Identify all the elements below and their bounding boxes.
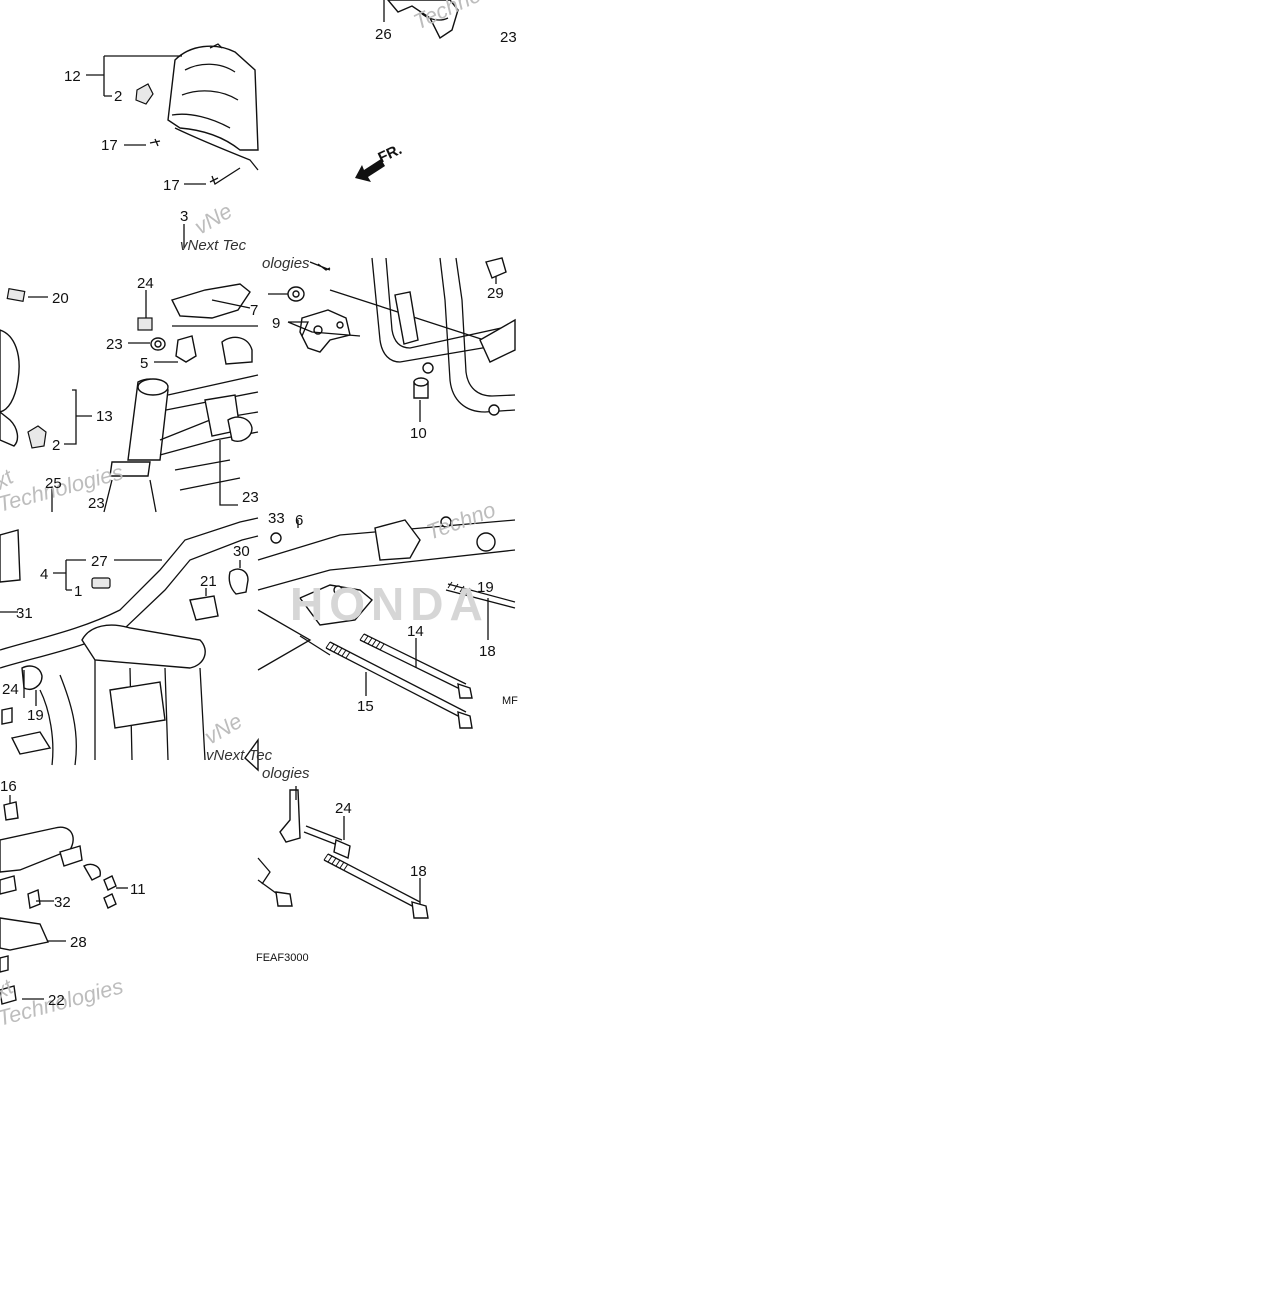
watermark-text: Technologies	[0, 459, 126, 516]
main-frame-rear	[268, 257, 516, 422]
upper-bracket	[387, 0, 459, 40]
part-callout-16: 16	[0, 778, 17, 795]
part-callout-19: 19	[27, 707, 44, 724]
part-callout-22: 22	[48, 992, 65, 1009]
drawing-code: FEAF3000	[256, 952, 309, 964]
part-callout-31: 31	[16, 605, 33, 622]
rear-cross-member	[0, 795, 128, 1005]
drawing-code-partial: MF	[502, 695, 518, 707]
frame-cover-assembly	[135, 43, 259, 185]
part-callout-21: 21	[200, 573, 217, 590]
part-callout-4: 4	[40, 566, 48, 583]
part-callout-23: 23	[500, 29, 517, 46]
front-direction-arrow: FR.	[355, 141, 405, 182]
lower-frame-left	[0, 517, 259, 772]
watermark-text: ologies	[262, 765, 310, 782]
part-callout-5: 5	[140, 355, 148, 372]
part-callout-1: 1	[74, 583, 82, 600]
part-callout-2: 2	[52, 437, 60, 454]
part-callout-24: 24	[137, 275, 154, 292]
part-callout-19: 19	[477, 579, 494, 596]
part-callout-14: 14	[407, 623, 424, 640]
part-callout-25: 25	[45, 475, 62, 492]
engine-hanger-bolts	[257, 516, 516, 729]
part-callout-30: 30	[233, 543, 250, 560]
side-stand-bracket-bolts	[257, 786, 429, 919]
part-callout-20: 20	[52, 290, 69, 307]
part-callout-2: 2	[114, 88, 122, 105]
part-callout-27: 27	[91, 553, 108, 570]
part-callout-23: 23	[242, 489, 259, 506]
part-callout-9: 9	[272, 315, 280, 332]
part-callout-7: 7	[250, 302, 258, 319]
part-callout-29: 29	[487, 285, 504, 302]
part-callout-28: 28	[70, 934, 87, 951]
part-callout-15: 15	[357, 698, 374, 715]
watermark-text: vNe	[200, 708, 246, 749]
part-callout-32: 32	[54, 894, 71, 911]
part-callout-11: 11	[130, 881, 146, 898]
watermark-text: vNext Tec	[180, 237, 247, 254]
part-callout-26: 26	[375, 26, 392, 43]
part-callout-12: 12	[64, 68, 81, 85]
part-callout-13: 13	[96, 408, 113, 425]
leader-lines-tile-1	[86, 0, 385, 248]
main-frame-front	[0, 283, 259, 513]
part-callout-23: 23	[88, 495, 105, 512]
part-callout-17: 17	[163, 177, 180, 194]
part-callout-18: 18	[410, 863, 427, 880]
front-direction-label: FR.	[376, 141, 405, 167]
part-callout-24: 24	[335, 800, 352, 817]
part-callout-23: 23	[106, 336, 123, 353]
part-callout-10: 10	[410, 425, 427, 442]
watermark-text: vNe	[190, 198, 236, 239]
part-callout-3: 3	[180, 208, 188, 225]
part-callout-17: 17	[101, 137, 118, 154]
watermark-text: vNext Tec	[206, 747, 273, 764]
part-callout-18: 18	[479, 643, 496, 660]
watermark-text: ologies	[262, 255, 310, 272]
part-callout-33: 33	[268, 510, 285, 527]
part-callout-6: 6	[295, 512, 303, 529]
brand-watermark: HONDA	[290, 578, 489, 630]
part-callout-24: 24	[2, 681, 19, 698]
